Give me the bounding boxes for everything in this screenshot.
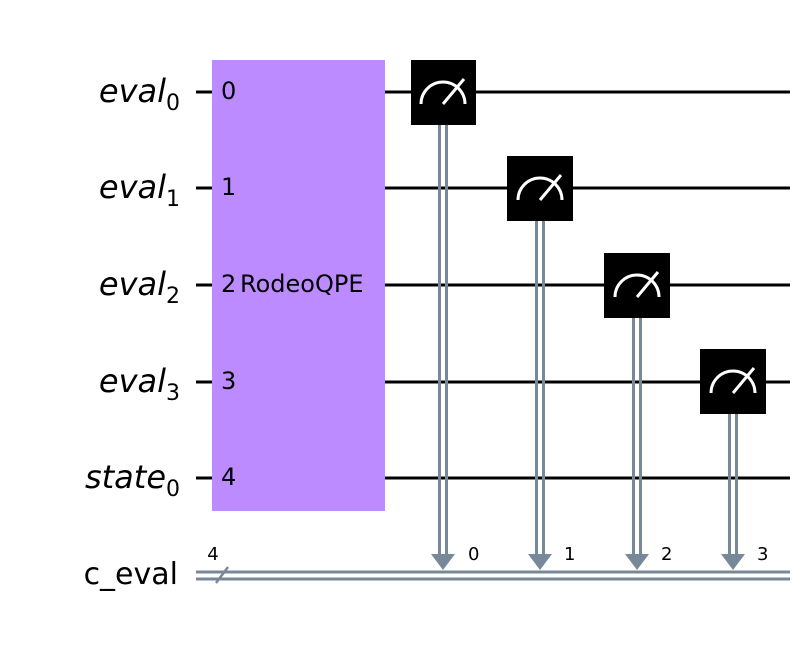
measurement-3: 3 — [700, 349, 768, 570]
measure-box-2 — [604, 253, 670, 318]
meter-icon — [516, 176, 564, 201]
meter-icon — [613, 273, 661, 298]
measure-arrow-3 — [721, 554, 745, 570]
measurement-0: 0 — [411, 60, 479, 570]
measurement-1: 1 — [507, 156, 575, 570]
measure-bit-label-1: 1 — [564, 544, 575, 565]
qubit-label-2: eval2 — [99, 265, 180, 309]
qubit-label-1: eval1 — [99, 168, 180, 212]
measure-bit-label-3: 3 — [757, 544, 768, 565]
gate-port-4: 4 — [221, 463, 236, 491]
qubit-label-4: state0 — [85, 458, 180, 502]
classical-register-width: 4 — [207, 544, 218, 565]
qubit-label-0: eval0 — [99, 72, 180, 116]
meter-icon — [419, 80, 467, 105]
measure-bit-label-2: 2 — [661, 544, 672, 565]
classical-wire — [196, 566, 790, 584]
gate-port-1: 1 — [221, 173, 236, 201]
gate-port-3: 3 — [221, 367, 236, 395]
measure-box-1 — [507, 156, 573, 221]
qubit-labels: eval0 eval1 eval2 eval3 state0 — [85, 72, 180, 502]
measurement-2: 2 — [604, 253, 672, 570]
measure-arrow-1 — [528, 554, 552, 570]
bus-slash — [215, 566, 229, 584]
classical-register-label: c_eval — [84, 557, 178, 592]
meter-icon — [709, 369, 757, 394]
measure-arrow-0 — [431, 554, 455, 570]
measure-box-0 — [411, 60, 476, 125]
measure-box-3 — [700, 349, 766, 414]
qubit-label-3: eval3 — [99, 362, 180, 406]
gate-port-0: 0 — [221, 77, 236, 105]
measure-bit-label-0: 0 — [468, 544, 479, 565]
measure-arrow-2 — [625, 554, 649, 570]
gate-box — [212, 60, 385, 511]
rodeo-qpe-gate: 0 1 2 3 4 RodeoQPE — [212, 60, 385, 511]
gate-label: RodeoQPE — [240, 270, 364, 298]
gate-port-2: 2 — [221, 270, 236, 298]
